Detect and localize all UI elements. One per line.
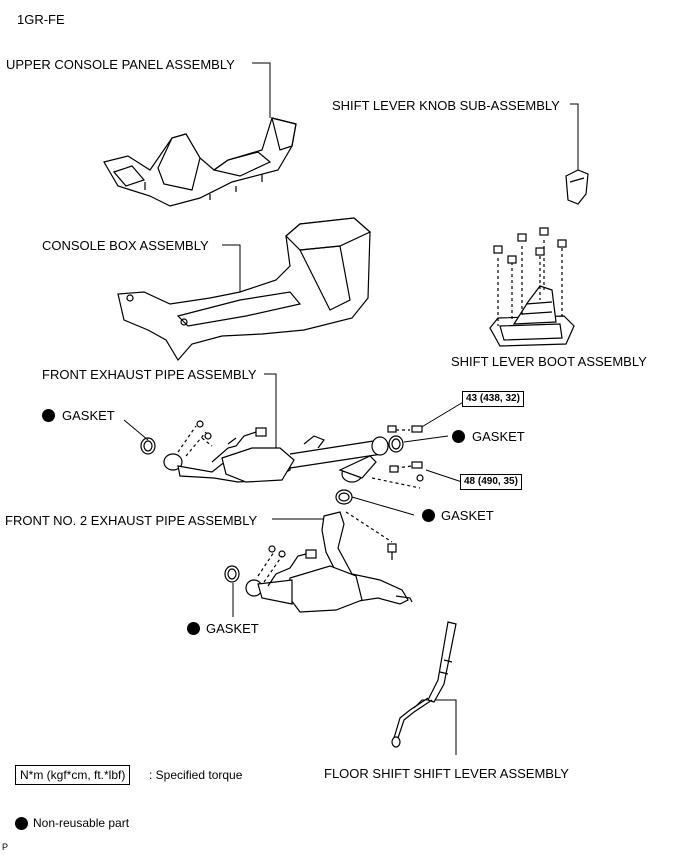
front-no2-exhaust-pipe-drawing bbox=[224, 489, 413, 613]
non-reusable-dot-icon bbox=[452, 430, 465, 443]
label-gasket-3: GASKET bbox=[441, 508, 494, 523]
shift-knob-drawing bbox=[565, 169, 589, 205]
label-gasket-1: GASKET bbox=[62, 408, 115, 423]
label-console-box: CONSOLE BOX ASSEMBLY bbox=[42, 238, 209, 253]
label-upper-console-panel: UPPER CONSOLE PANEL ASSEMBLY bbox=[6, 57, 235, 72]
label-shift-boot: SHIFT LEVER BOOT ASSEMBLY bbox=[451, 354, 647, 369]
legend-torque-unit: N*m (kgf*cm, ft.*lbf) bbox=[15, 765, 131, 785]
front-exhaust-pipe-drawing bbox=[140, 420, 424, 489]
upper-console-panel-drawing bbox=[103, 117, 297, 207]
label-shift-knob: SHIFT LEVER KNOB SUB-ASSEMBLY bbox=[332, 98, 560, 113]
non-reusable-dot-icon bbox=[187, 622, 200, 635]
label-gasket-2: GASKET bbox=[472, 429, 525, 444]
console-box-drawing bbox=[117, 217, 372, 362]
legend-non-reusable: Non-reusable part bbox=[33, 816, 130, 830]
label-front-no2-exhaust-pipe: FRONT NO. 2 EXHAUST PIPE ASSEMBLY bbox=[5, 513, 258, 528]
non-reusable-dot-icon bbox=[15, 817, 28, 830]
legend-torque-desc: : Specified torque bbox=[149, 768, 243, 782]
floor-shift-lever-drawing bbox=[391, 621, 457, 748]
shift-boot-drawing bbox=[489, 227, 575, 347]
engine-code: 1GR-FE bbox=[17, 12, 65, 27]
torque-spec-1: 43 (438, 32) bbox=[462, 391, 524, 407]
non-reusable-dot-icon bbox=[422, 509, 435, 522]
footer-mark: P bbox=[2, 842, 9, 852]
label-floor-shift-lever: FLOOR SHIFT SHIFT LEVER ASSEMBLY bbox=[324, 766, 569, 781]
non-reusable-dot-icon bbox=[42, 409, 55, 422]
label-front-exhaust-pipe: FRONT EXHAUST PIPE ASSEMBLY bbox=[42, 367, 257, 382]
torque-spec-2: 48 (490, 35) bbox=[460, 474, 522, 490]
label-gasket-4: GASKET bbox=[206, 621, 259, 636]
